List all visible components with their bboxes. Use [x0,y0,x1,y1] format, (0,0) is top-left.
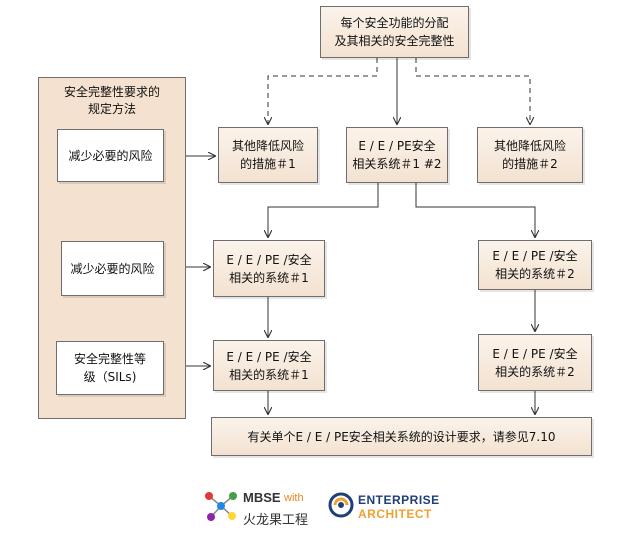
ee-system-2-box-a: E / E / PE /安全 相关的系统＃2 [478,240,592,290]
ee-pe-safety-system-box: E / E / PE安全 相关系统＃1 #2 [346,127,448,183]
panel-title: 安全完整性要求的 规定方法 [63,85,160,116]
connector-system-to-right [415,183,535,237]
mbse-label: MBSE [243,490,281,505]
dashed-connector-left [268,58,378,124]
with-label: with [284,492,304,504]
panel-item-risk-reduction-1: 减少必要的风险 [57,129,164,182]
design-requirements-box: 有关单个E / E / PE安全相关系统的设计要求，请参见7.10 [211,417,592,456]
ea-line1: ENTERPRISE [358,493,440,507]
mbse-logo-icon [205,492,237,521]
panel-item-risk-reduction-2: 减少必要的风险 [61,241,164,296]
ee-system-2-box-b: E / E / PE /安全 相关的系统＃2 [478,334,592,391]
connector-system-to-left [268,183,379,237]
other-measures-2-box: 其他降低风险 的措施＃2 [477,127,583,183]
other-measures-1-box: 其他降低风险 的措施＃1 [218,127,318,183]
ee-system-1-box-b: E / E / PE /安全 相关的系统＃1 [213,340,325,391]
company-label: 火龙果工程 [243,512,309,527]
enterprise-architect-logo-icon [328,492,354,518]
allocation-box: 每个安全功能的分配 及其相关的安全完整性 [320,6,469,58]
panel-item-sils: 安全完整性等 级（SILs) [56,341,164,395]
dashed-connector-right [415,58,530,124]
ee-system-1-box-a: E / E / PE /安全 相关的系统＃1 [213,240,325,297]
ea-line2: ARCHITECT [358,507,432,521]
